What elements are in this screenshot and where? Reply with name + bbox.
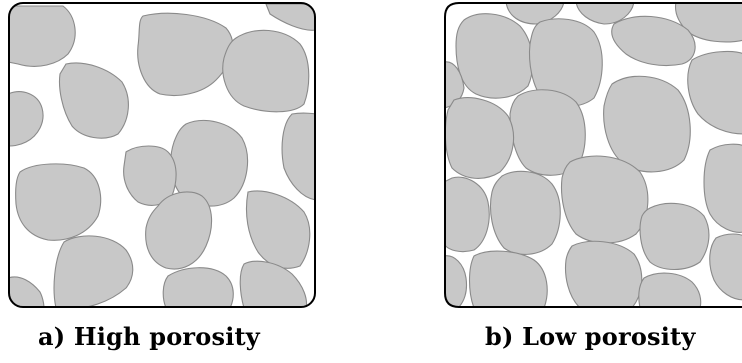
low-porosity-panel xyxy=(444,2,742,308)
grain xyxy=(162,267,234,307)
grain xyxy=(611,15,696,67)
grain xyxy=(560,155,649,244)
grain xyxy=(15,163,102,241)
grain xyxy=(265,3,315,31)
grain xyxy=(505,3,565,25)
panel-frame xyxy=(444,2,742,308)
grain xyxy=(58,62,129,139)
grain xyxy=(709,233,742,301)
grain xyxy=(281,112,315,201)
grain xyxy=(245,190,311,269)
grain xyxy=(9,91,44,147)
grain xyxy=(489,170,561,255)
grain xyxy=(638,272,702,307)
grain xyxy=(137,12,234,97)
grain xyxy=(575,3,635,25)
caption-low-porosity: b) Low porosity xyxy=(485,322,696,351)
grain xyxy=(703,143,742,233)
grain xyxy=(53,235,134,307)
grain xyxy=(445,97,515,179)
low-porosity-diagram xyxy=(444,2,742,308)
panel-frame xyxy=(8,2,316,308)
grain xyxy=(170,119,249,207)
grain xyxy=(509,89,586,176)
grain xyxy=(145,191,213,270)
grain xyxy=(564,240,643,307)
grain xyxy=(239,260,308,307)
grain xyxy=(445,176,490,253)
grain xyxy=(455,13,534,99)
high-porosity-panel xyxy=(8,2,316,308)
grain xyxy=(603,75,691,173)
grain xyxy=(9,276,45,307)
grain xyxy=(468,250,548,307)
grain xyxy=(9,5,76,67)
grain xyxy=(687,50,742,135)
high-porosity-diagram xyxy=(8,2,316,308)
grain xyxy=(445,61,465,109)
grain xyxy=(222,29,310,113)
grain xyxy=(639,202,710,271)
caption-high-porosity: a) High porosity xyxy=(38,322,260,351)
